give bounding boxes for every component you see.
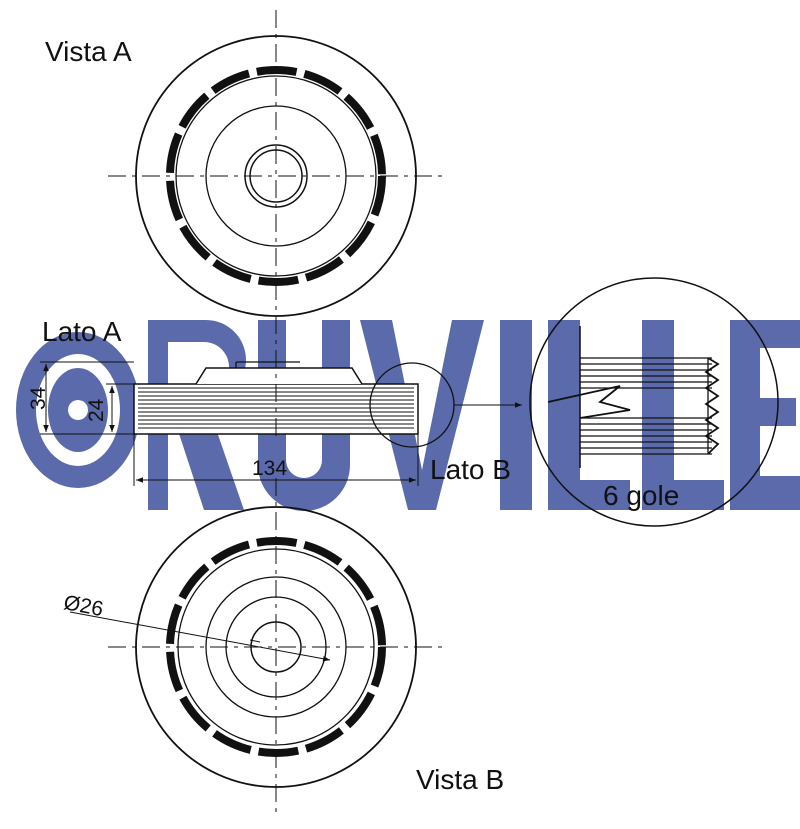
vista-a-label: Vista A	[45, 36, 132, 67]
grooves-label: 6 gole	[603, 480, 680, 511]
vista-b-label: Vista B	[416, 764, 505, 795]
dimension-134-label: 134	[252, 457, 288, 480]
vista-b-rear-view	[69, 478, 444, 815]
dimension-34-label: 34	[27, 386, 50, 410]
groove-detail-view	[529, 277, 779, 527]
lato-b-label: Lato B	[430, 454, 511, 485]
ruville-emblem-icon	[16, 332, 140, 488]
ruville-watermark-logo	[16, 320, 800, 511]
side-view-profile	[133, 350, 522, 448]
lato-a-label: Lato A	[42, 316, 122, 347]
ruville-wordmark	[148, 320, 800, 511]
vista-a-front-view	[108, 10, 444, 345]
dimension-24-label: 24	[85, 398, 108, 422]
